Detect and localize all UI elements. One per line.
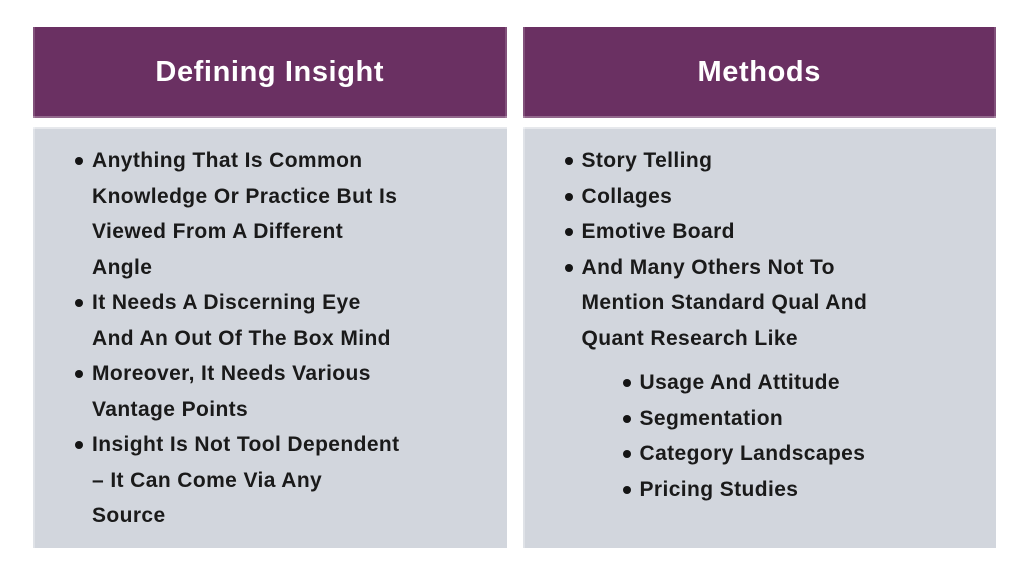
bullet-text: Collages <box>581 184 673 208</box>
list-item: Collages <box>564 179 973 215</box>
list-item: Story Telling <box>564 143 973 179</box>
methods-bullet-list: Story Telling Collages Emotive Board And… <box>564 143 973 357</box>
bullet-text: Anything That Is Common Knowledge Or Pra… <box>92 149 398 279</box>
list-item: Usage And Attitude <box>622 365 973 401</box>
bullet-dot-icon <box>564 157 573 165</box>
bullet-text: Emotive Board <box>581 220 735 243</box>
bullet-dot-icon <box>75 157 83 165</box>
methods-sub-bullet-list: Usage And Attitude Segmentation Category… <box>565 365 973 507</box>
bullet-dot-icon <box>75 299 83 307</box>
methods-header: Methods <box>522 27 996 118</box>
bullet-dot-icon <box>622 450 631 458</box>
defining-insight-header: Defining Insight <box>33 27 507 118</box>
bullet-text: Pricing Studies <box>639 477 799 501</box>
list-item: Moreover, It Needs Various Vantage Point… <box>75 356 483 427</box>
list-item: Category Landscapes <box>622 436 973 472</box>
bullet-dot-icon <box>75 441 83 449</box>
defining-insight-body: Anything That Is Common Knowledge Or Pra… <box>33 127 507 548</box>
bullet-dot-icon <box>622 414 631 423</box>
panel-defining-insight: Defining Insight Anything That Is Common… <box>33 27 507 548</box>
defining-insight-bullet-list: Anything That Is Common Knowledge Or Pra… <box>75 143 483 534</box>
bullet-text: Segmentation <box>639 406 784 430</box>
bullet-dot-icon <box>564 192 573 201</box>
list-item: Insight Is Not Tool Dependent – It Can C… <box>75 427 483 534</box>
list-item: Segmentation <box>622 401 973 437</box>
list-item: And Many Others Not To Mention Standard … <box>564 250 973 357</box>
bullet-text: Story Telling <box>581 149 713 172</box>
list-item: Emotive Board <box>564 214 973 250</box>
bullet-dot-icon <box>564 228 573 236</box>
defining-insight-title: Defining Insight <box>155 56 385 88</box>
list-item: Anything That Is Common Knowledge Or Pra… <box>75 143 483 285</box>
methods-title: Methods <box>697 56 821 88</box>
bullet-dot-icon <box>564 263 573 272</box>
bullet-text: And Many Others Not To Mention Standard … <box>581 255 868 350</box>
panel-methods: Methods Story Telling Collages Emotive B… <box>522 27 996 548</box>
bullet-dot-icon <box>622 379 631 387</box>
list-item: Pricing Studies <box>622 472 973 508</box>
methods-body: Story Telling Collages Emotive Board And… <box>522 127 996 548</box>
bullet-text: Usage And Attitude <box>639 371 840 394</box>
bullet-text: Insight Is Not Tool Dependent – It Can C… <box>92 433 400 527</box>
bullet-text: Category Landscapes <box>639 442 866 465</box>
list-item: It Needs A Discerning Eye And An Out Of … <box>75 285 483 356</box>
bullet-dot-icon <box>75 370 83 378</box>
bullet-text: Moreover, It Needs Various Vantage Point… <box>92 362 371 421</box>
bullet-text: It Needs A Discerning Eye And An Out Of … <box>92 291 391 350</box>
bullet-dot-icon <box>622 485 631 494</box>
